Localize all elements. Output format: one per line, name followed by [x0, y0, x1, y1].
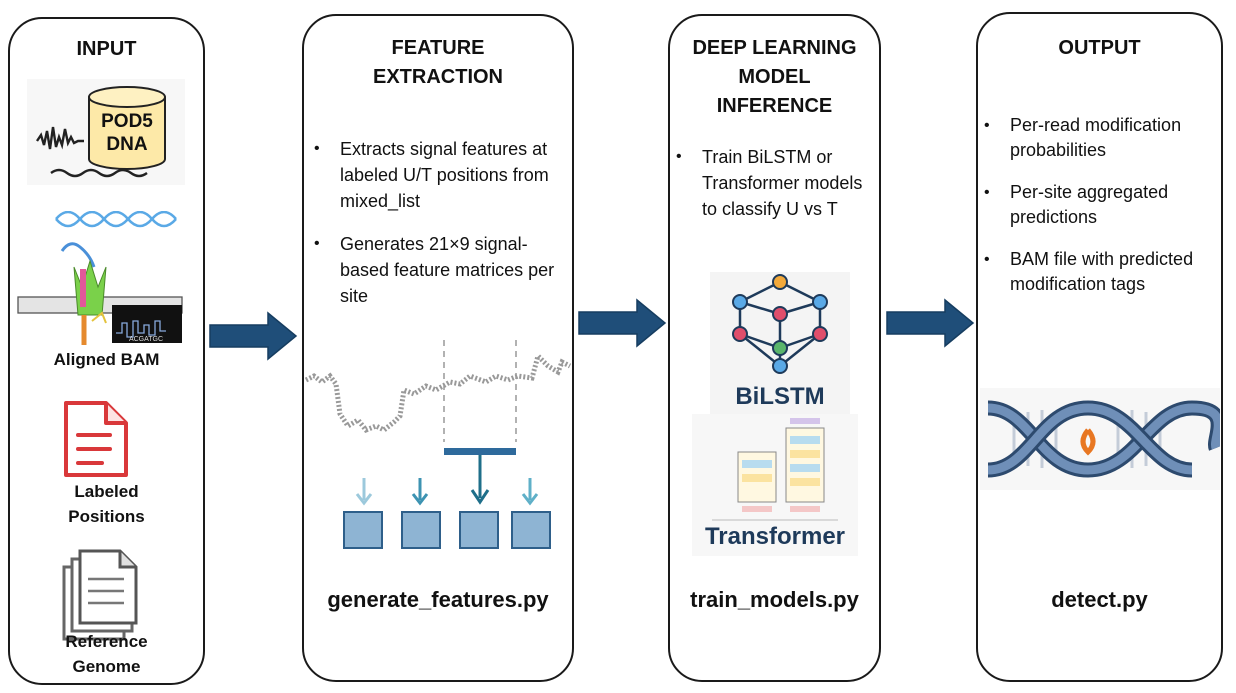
output-bullet-list: Per-read modification probabilities Per-… [982, 113, 1220, 314]
svg-text:BiLSTM: BiLSTM [735, 383, 824, 410]
svg-text:DNA: DNA [106, 134, 147, 155]
svg-text:ACGATGC: ACGATGC [129, 336, 163, 343]
labeled-positions-document-icon [64, 401, 128, 477]
output-panel: OUTPUT Per-read modification probabiliti… [976, 12, 1223, 682]
arrow-feature-to-model [578, 298, 667, 348]
reference-genome-document-icon [62, 549, 138, 641]
bilstm-network-icon: BiLSTM [710, 272, 850, 414]
feature-bullet: Generates 21×9 signal-based feature matr… [312, 231, 570, 309]
aligned-bam-label: Aligned BAM [53, 350, 160, 369]
output-bullet: Per-site aggregated predictions [982, 180, 1220, 230]
feature-bullet-list: Extracts signal features at labeled U/T … [312, 136, 570, 326]
model-bullet-list: Train BiLSTM or Transformer models to cl… [674, 144, 878, 239]
arrow-input-to-feature [209, 311, 298, 361]
model-bullet: Train BiLSTM or Transformer models to cl… [674, 144, 878, 222]
input-panel: INPUT POD5 DNA ACGATGC Aligned BAM Label… [8, 17, 205, 685]
output-bullet: BAM file with predicted modification tag… [982, 247, 1220, 297]
signal-feature-diagram-icon [304, 340, 572, 549]
output-title: OUTPUT [1058, 37, 1141, 59]
detect-script-label: detect.py [1051, 587, 1148, 612]
feature-bullet: Extracts signal features at labeled U/T … [312, 136, 570, 214]
transformer-architecture-icon: Transformer [692, 414, 858, 556]
dna-helix-icon [980, 388, 1220, 490]
output-bullet: Per-read modification probabilities [982, 113, 1220, 163]
generate-features-script-label: generate_features.py [327, 587, 549, 612]
svg-text:POD5: POD5 [101, 111, 153, 132]
nanopore-sequencing-icon: ACGATGC [17, 211, 183, 345]
arrow-model-to-output [886, 298, 975, 348]
svg-text:Transformer: Transformer [705, 523, 845, 550]
input-title: INPUT [76, 38, 137, 60]
train-models-script-label: train_models.py [690, 587, 859, 612]
pod5-database-icon: POD5 DNA [27, 79, 185, 185]
